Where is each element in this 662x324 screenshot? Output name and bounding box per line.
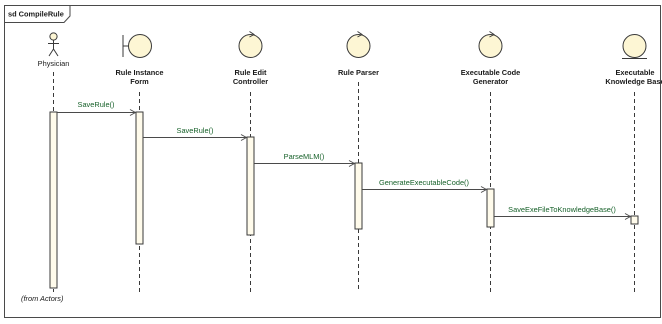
lifeline-label-line2: Controller (233, 77, 268, 86)
control-icon (478, 31, 503, 58)
lifeline-label-line1: Rule Parser (338, 68, 379, 77)
message-label: SaveRule() (78, 100, 115, 109)
message-label: SaveRule() (177, 126, 214, 135)
lifeline-label-line1: Rule Instance (115, 68, 163, 77)
message-arrow (254, 160, 356, 167)
lifeline-label-line2: Form (130, 77, 149, 86)
message-arrow (57, 109, 137, 116)
entity-icon (622, 34, 647, 59)
activation-bar-executable-knowledge-base (630, 215, 639, 225)
lifeline-label-line2: Knowledge Base (605, 77, 662, 86)
diagram-frame (4, 5, 661, 318)
control-icon (346, 31, 371, 58)
lifeline-label-line1: Rule Edit (234, 68, 267, 77)
actor-icon (48, 32, 59, 57)
control-icon (238, 31, 263, 58)
lifeline-label-line1: Executable (615, 68, 654, 77)
frame-title: sd CompileRule (8, 10, 64, 19)
activation-bar-rule-edit-controller (246, 136, 255, 236)
message-label: SaveExeFileToKnowledgeBase() (508, 205, 616, 214)
activation-bar-executable-code-generator (486, 188, 495, 228)
activation-bar-rule-instance-form (135, 111, 144, 245)
frame-title-tab (4, 5, 71, 23)
message-label: ParseMLM() (284, 152, 325, 161)
message-arrow (143, 134, 248, 141)
activation-bar-rule-parser (354, 162, 363, 230)
lifeline-label-line2: Generator (473, 77, 508, 86)
boundary-icon (122, 34, 152, 58)
message-arrow (362, 186, 488, 193)
actor-source-note: (from Actors) (21, 294, 64, 303)
message-label: GenerateExecutableCode() (379, 178, 469, 187)
lifeline-label-line1: Executable Code (461, 68, 521, 77)
lifeline-label-physician: Physician (38, 59, 70, 68)
message-arrow (494, 213, 632, 220)
activation-bar-physician (49, 111, 58, 289)
